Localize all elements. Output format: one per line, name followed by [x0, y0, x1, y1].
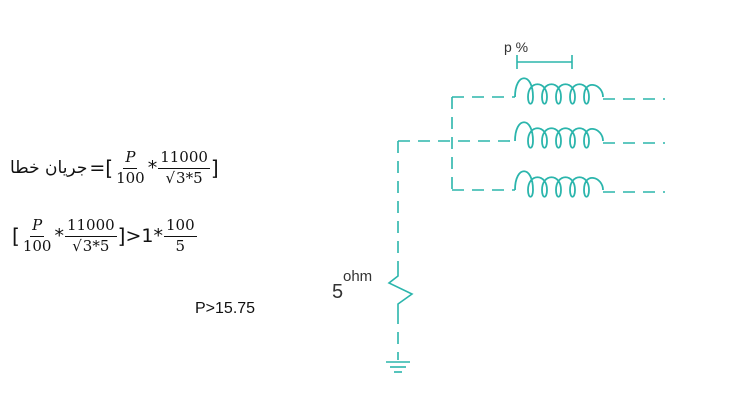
fraction-p-over-100: P 100: [114, 149, 147, 187]
inequality-formula: [ P 100 * 11000 √3*5 ] >1* 100 5: [12, 217, 198, 255]
fault-current-formula: جریان خطا = [ P 100 * 11000 √3*5 ]: [10, 149, 219, 187]
fraction-100-over-5: 100 5: [164, 217, 197, 255]
fault-current-label: جریان خطا: [10, 158, 88, 179]
resistor-value: 5: [332, 281, 343, 303]
phase-a-coil: [514, 77, 604, 105]
root-sign: √: [72, 236, 82, 255]
fraction-numerator: P: [123, 149, 138, 169]
multiply-sign: *: [54, 225, 64, 248]
open-bracket: [: [105, 156, 114, 181]
fraction-denominator: 5: [175, 236, 186, 255]
close-bracket: ]: [210, 156, 219, 181]
root-sign: √: [165, 168, 176, 187]
fraction-denominator: 100: [22, 236, 52, 255]
phase-b-coil: [514, 121, 604, 149]
fraction-numerator: 100: [164, 217, 197, 237]
equals-sign: =: [89, 157, 106, 180]
close-bracket: ]: [117, 224, 126, 249]
phase-c-coil: [514, 170, 604, 198]
relation-text: >1*: [125, 225, 163, 248]
ground-icon: [386, 361, 410, 373]
resistor-unit: ohm: [343, 268, 372, 285]
denominator-tail: *5: [185, 168, 203, 187]
fraction-numerator: 11000: [158, 149, 210, 169]
denominator-tail: *5: [92, 236, 110, 255]
fraction-numerator: P: [30, 217, 45, 237]
multiply-sign: *: [147, 157, 158, 180]
fraction-11000-over-root3x5: 11000 √3*5: [158, 149, 210, 187]
percent-label: p %: [504, 39, 528, 55]
fraction-denominator: 100: [116, 168, 145, 187]
fraction-denominator: √3*5: [163, 167, 204, 187]
open-bracket: [: [12, 224, 20, 249]
result-text: P>15.75: [195, 300, 256, 317]
fraction-denominator: √3*5: [70, 235, 111, 255]
fraction-numerator: 11000: [64, 217, 117, 237]
radicand: 3: [175, 167, 186, 187]
resistor-zigzag: [387, 270, 414, 312]
fraction-p-over-100: P 100: [21, 217, 54, 255]
fraction-11000-over-root3x5: 11000 √3*5: [64, 217, 117, 255]
radicand: 3: [81, 235, 93, 255]
